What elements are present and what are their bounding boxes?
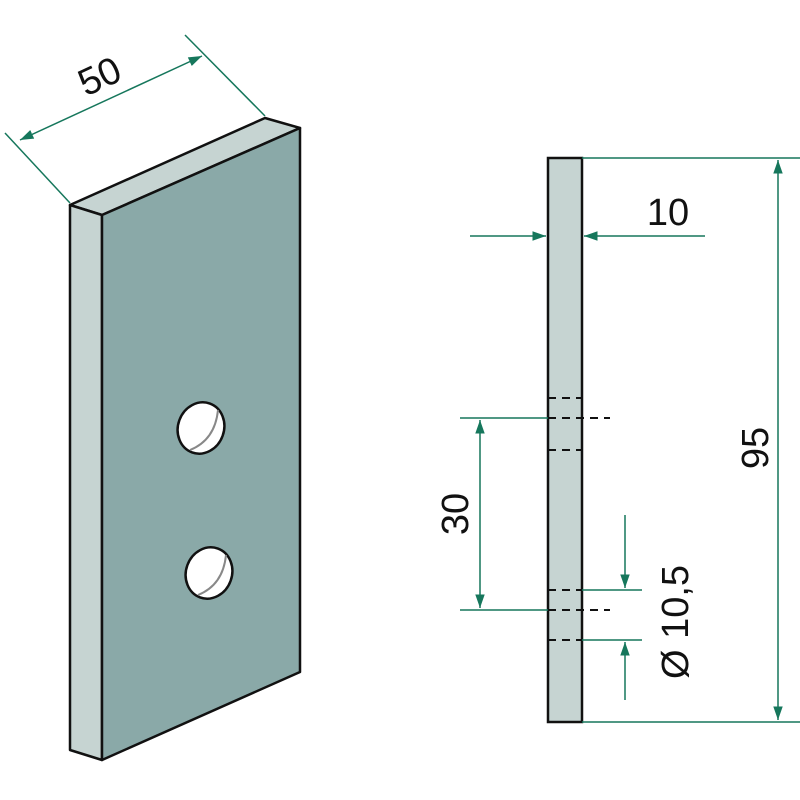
- plate-isometric-view: [68, 116, 302, 762]
- dimension-hole-spacing: [460, 417, 548, 611]
- dimension-thickness-label: 10: [647, 192, 689, 234]
- hole-upper: [176, 401, 226, 455]
- dimension-height-label: 95: [735, 427, 777, 469]
- dimension-hole-spacing-label: 30: [435, 493, 477, 535]
- dimension-width: [4, 34, 266, 204]
- plate-side-edge: [68, 203, 104, 762]
- dimension-hole-diameter: [582, 515, 642, 700]
- dimension-hole-diameter-label: Ø 10,5: [655, 565, 697, 679]
- plate-side-view: [546, 156, 610, 724]
- dimension-height: [582, 157, 800, 723]
- dimension-width-label: 50: [72, 49, 128, 105]
- hole-lower: [184, 546, 234, 600]
